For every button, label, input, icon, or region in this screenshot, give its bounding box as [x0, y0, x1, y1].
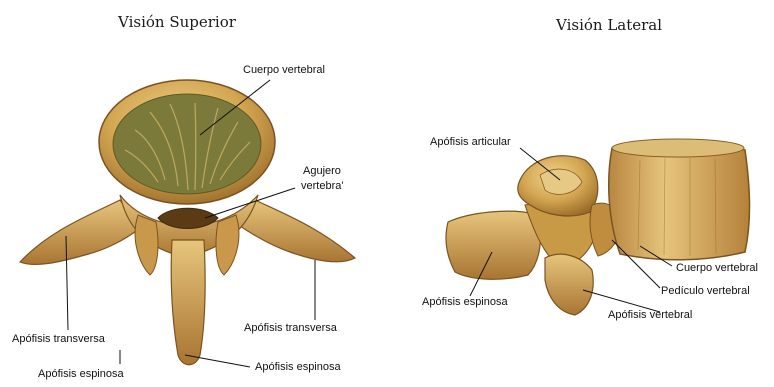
- inferior-articular-process: [545, 254, 593, 315]
- transverse-process-right: [240, 200, 355, 262]
- label-apofisis-espinosa-right: Apófisis espinosa: [255, 361, 341, 374]
- label-cuerpo-vertebral-superior: Cuerpo vertebral: [243, 64, 325, 77]
- label-pediculo-vertebral: Pedículo vertebral: [661, 285, 750, 298]
- label-agujero-vertebral-line2: vertebra': [301, 180, 343, 193]
- transverse-process-left: [20, 200, 140, 264]
- spinous-process-superior: [171, 240, 205, 365]
- label-apofisis-espinosa-lateral: Apófisis espinosa: [422, 296, 508, 309]
- label-apofisis-espinosa-left: Apófisis espinosa: [38, 368, 124, 381]
- label-apofisis-transversa-left: Apófisis transversa: [12, 333, 105, 346]
- label-cuerpo-vertebral-lateral: Cuerpo vertebral: [676, 262, 758, 275]
- label-apofisis-articular: Apófisis articular: [430, 136, 511, 149]
- label-apofisis-transversa-right: Apófisis transversa: [244, 322, 337, 335]
- label-agujero-vertebral-line1: Agujero: [303, 165, 341, 178]
- vertebral-body-lateral: [609, 142, 750, 260]
- label-apofisis-vertebral: Apófisis vertebral: [608, 309, 692, 322]
- spinous-process-lateral: [446, 211, 540, 279]
